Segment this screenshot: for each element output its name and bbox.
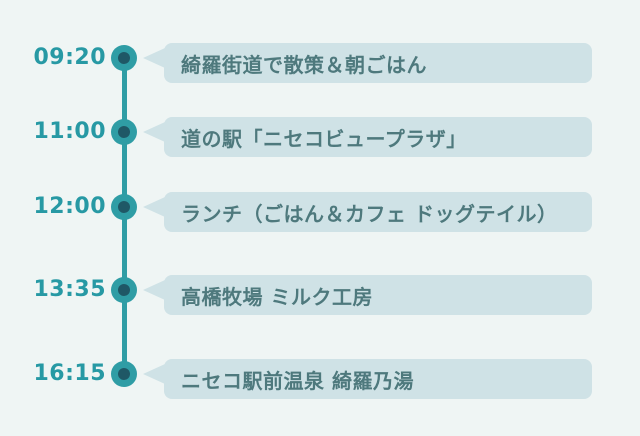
timeline-time: 12:00 [33,194,106,219]
timeline-event-bubble: 綺羅街道で散策＆朝ごはん [164,43,592,83]
timeline-event-bubble: ニセコ駅前温泉 綺羅乃湯 [164,359,592,399]
timeline-time: 09:20 [33,45,106,70]
timeline-time: 11:00 [33,119,106,144]
bubble-tail-icon [143,197,165,217]
timeline-event-label: ニセコ駅前温泉 綺羅乃湯 [181,368,414,393]
timeline-event-bubble: ランチ（ごはん＆カフェ ドッグテイル） [164,192,592,232]
timeline-dot-icon [111,277,137,303]
timeline-event-bubble: 道の駅「ニセコビュープラザ」 [164,117,592,157]
timeline-item: 09:20 綺羅街道で散策＆朝ごはん [0,38,640,83]
timeline-item: 16:15 ニセコ駅前温泉 綺羅乃湯 [0,354,640,399]
timeline-dot-icon [111,361,137,387]
bubble-tail-icon [143,122,165,142]
timeline-time: 16:15 [33,361,106,386]
timeline-dot-icon [111,119,137,145]
bubble-tail-icon [143,364,165,384]
timeline-event-label: ランチ（ごはん＆カフェ ドッグテイル） [181,201,558,226]
timeline-event-label: 高橋牧場 ミルク工房 [181,284,373,309]
timeline-dot-icon [111,194,137,220]
timeline-event-bubble: 高橋牧場 ミルク工房 [164,275,592,315]
timeline-event-label: 道の駅「ニセコビュープラザ」 [181,126,467,151]
timeline-time: 13:35 [33,277,106,302]
timeline-dot-icon [111,45,137,71]
timeline-event-label: 綺羅街道で散策＆朝ごはん [181,52,427,77]
timeline-item: 13:35 高橋牧場 ミルク工房 [0,270,640,315]
bubble-tail-icon [143,280,165,300]
timeline-item: 12:00 ランチ（ごはん＆カフェ ドッグテイル） [0,187,640,232]
bubble-tail-icon [143,48,165,68]
timeline-item: 11:00 道の駅「ニセコビュープラザ」 [0,112,640,157]
